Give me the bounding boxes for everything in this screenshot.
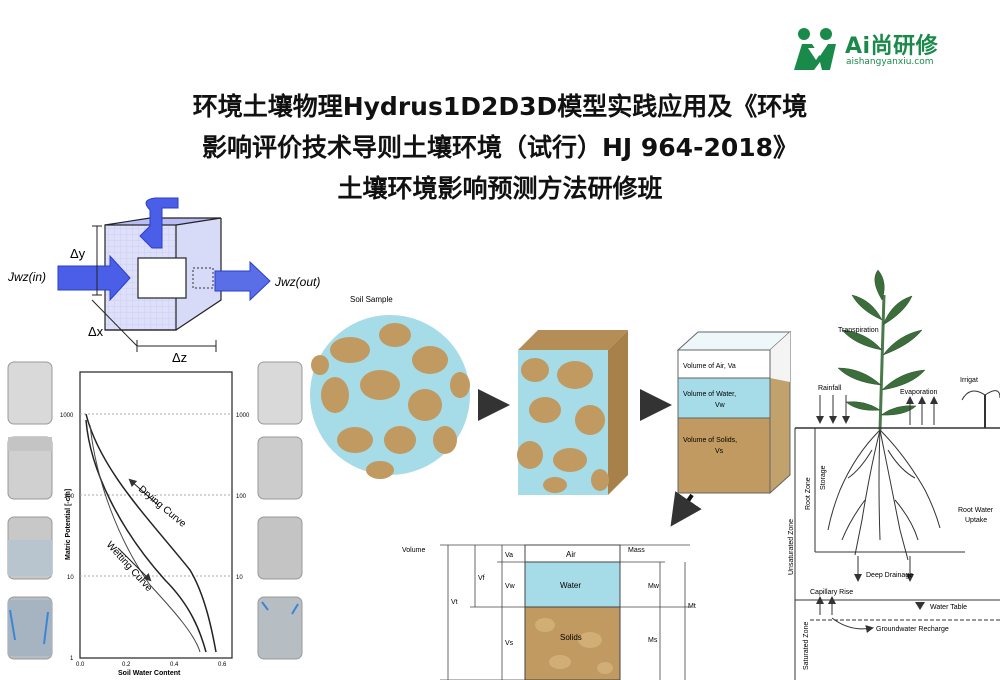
x-axis-label: Soil Water Content (118, 670, 181, 677)
x-tick-2: 0.4 (170, 662, 179, 668)
volume-water-label: Volume of Water, (683, 391, 736, 398)
volume-solids-label: Volume of Solids, (683, 437, 737, 444)
title-line-3: 土壤环境影响预测方法研修班 (337, 174, 663, 203)
root-uptake-label-1: Root Water (958, 507, 994, 514)
water-table-label: Water Table (930, 604, 967, 611)
title-line-1: 环境土壤物理Hydrus1D2D3D模型实践应用及《环境 (192, 92, 808, 121)
y-tick-1: 1 (70, 656, 74, 662)
volume-solids-symbol: Vs (715, 448, 724, 455)
capillary-rise-label: Capillary Rise (810, 589, 853, 596)
unsaturated-zone-label: Unsaturated Zone (788, 519, 795, 575)
mt-label: Mt (688, 603, 696, 610)
logo-site: aishangyanxiu.com (846, 57, 934, 67)
delta-z-label: Δz (172, 350, 187, 365)
vw-label: Vw (505, 583, 516, 590)
y-axis-label: Matric Potential [-cm] (65, 489, 72, 560)
x-tick-0: 0.0 (76, 662, 85, 668)
sprinkler-icon (961, 390, 1000, 428)
title-line-2: 影响评价技术导则土壤环境（试行）HJ 964-2018》 (201, 133, 799, 162)
saturated-zone-label: Saturated Zone (803, 622, 810, 670)
evaporation-arrows (906, 396, 938, 425)
y-tick-right-10: 10 (236, 575, 243, 581)
va-label: Va (505, 552, 513, 559)
volume-header: Volume (402, 547, 425, 554)
vv-label: Vf (478, 575, 485, 582)
delta-y-label: Δy (70, 246, 86, 261)
water-table-icon (915, 602, 925, 610)
volume-air-label: Volume of Air, Va (683, 363, 736, 370)
retention-curve-figure: Drying Curve Wetting Curve 1000 100 10 1… (7, 361, 303, 677)
brand-logo: Ai尚研修 aishangyanxiu.com (790, 26, 990, 76)
page-title: 环境土壤物理Hydrus1D2D3D模型实践应用及《环境 影响评价技术导则土壤环… (40, 86, 960, 209)
soil-sample-label: Soil Sample (350, 295, 393, 304)
mw-label: Mw (648, 583, 660, 590)
y-tick-10: 10 (67, 575, 74, 581)
phase-air-label: Air (566, 550, 576, 559)
phase-water-label: Water (560, 581, 581, 590)
phase-diagram: Air Water Solids Volume Mass Va Vw Vs Vf… (402, 544, 696, 680)
soil-sample-figure: Soil Sample (310, 295, 792, 527)
rainfall-label: Rainfall (818, 385, 842, 392)
y-tick-1000: 1000 (60, 413, 74, 419)
hydrologic-cycle-figure: Transpiration Rainfall Evaporation Irrig… (788, 269, 1000, 680)
left-soil-columns (7, 361, 53, 660)
flux-out-label: Jwz(out) (274, 275, 320, 289)
irrigation-label: Irrigat (960, 377, 978, 384)
y-tick-right-1000: 1000 (236, 413, 250, 419)
vs-label: Vs (505, 640, 514, 647)
vt-label: Vt (451, 599, 458, 606)
flux-in-label: Jwz(in) (7, 270, 46, 284)
logo-name: Ai尚研修 (845, 34, 939, 59)
storage-label: Storage (820, 465, 827, 490)
evaporation-label: Evaporation (900, 389, 937, 396)
groundwater-recharge-label: Groundwater Recharge (876, 626, 949, 633)
transpiration-label: Transpiration (838, 327, 879, 334)
ms-label: Ms (648, 637, 658, 644)
deep-drainage-arrows (854, 556, 914, 582)
people-logo-icon (794, 28, 836, 70)
x-tick-3: 0.6 (218, 662, 227, 668)
rainfall-arrows (816, 395, 850, 424)
plant-roots (827, 429, 941, 561)
plant-icon (837, 269, 926, 431)
x-tick-1: 0.2 (122, 662, 131, 668)
mass-header: Mass (628, 547, 645, 554)
right-soil-columns (257, 361, 303, 660)
soil-cube (517, 330, 628, 495)
deep-drainage-label: Deep Drainage (866, 572, 913, 579)
control-volume-cube: Δy Δx Δz Jwz(in) Jwz(out) (7, 197, 320, 365)
phase-block: Volume of Air, Va Volume of Water, Vw Vo… (676, 330, 792, 495)
y-tick-100: 100 (64, 494, 75, 500)
phase-solids-label: Solids (560, 633, 582, 642)
y-tick-right-100: 100 (236, 494, 247, 500)
delta-x-label: Δx (88, 324, 104, 339)
root-uptake-label-2: Uptake (965, 517, 987, 524)
root-zone-label: Root Zone (805, 477, 812, 510)
volume-water-symbol: Vw (715, 402, 726, 409)
